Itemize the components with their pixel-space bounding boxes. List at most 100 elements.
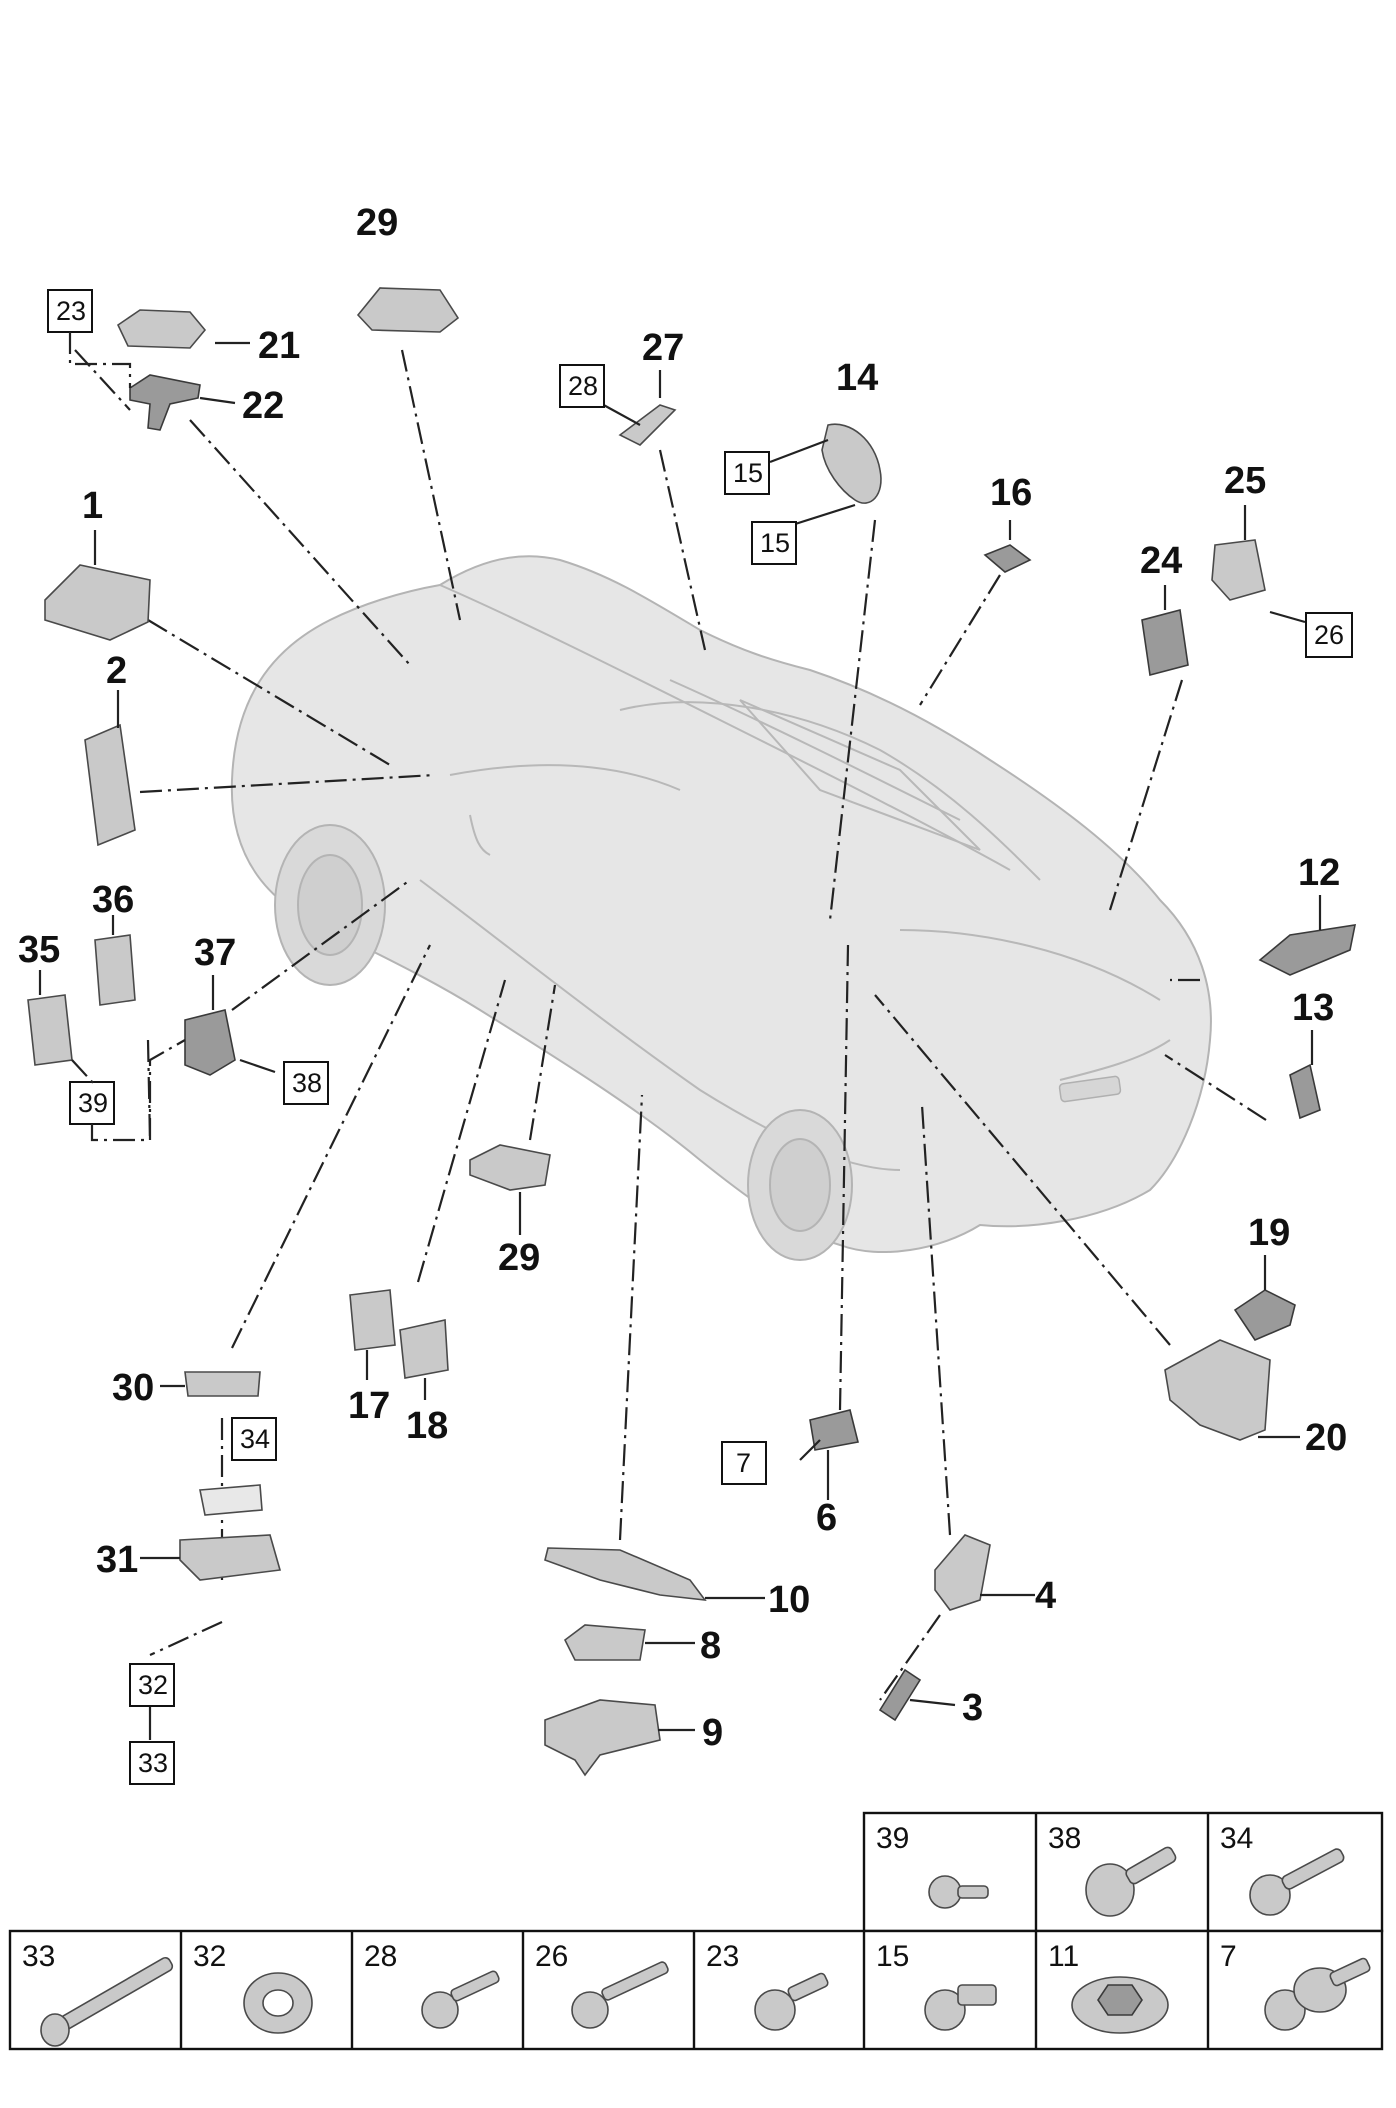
hardware-7-expansion-rivet-icon — [1264, 1957, 1371, 2031]
callout-4: 4 — [1035, 1575, 1056, 1617]
hardware-38-bolt-icon — [1085, 1846, 1177, 1917]
boxed-ref-23: 23 — [47, 289, 93, 333]
part-4-bracket — [934, 1534, 991, 1611]
callout-13: 13 — [1292, 987, 1334, 1029]
hardware-32-washer-icon — [243, 1972, 313, 2034]
part-24-control-unit — [1141, 608, 1189, 677]
table-cell-34: 34 — [1220, 1822, 1253, 1855]
part-13-module — [1289, 1063, 1321, 1120]
part-2-control-unit — [84, 723, 136, 847]
callout-17: 17 — [348, 1385, 390, 1427]
svg-text:33: 33 — [138, 1748, 168, 1778]
part-19-module — [1233, 1289, 1296, 1341]
boxed-ref-7: 7 — [721, 1441, 767, 1485]
svg-text:38: 38 — [292, 1068, 322, 1098]
hardware-11-nut-icon — [1071, 1976, 1169, 2034]
callout-31: 31 — [96, 1539, 138, 1581]
part-6-camera — [809, 1409, 859, 1451]
table-cell-23: 23 — [706, 1940, 739, 1973]
hardware-39-screw-icon — [928, 1875, 989, 1909]
hardware-15-clip-screw-icon — [924, 1984, 997, 2031]
callout-29-top: 29 — [356, 202, 398, 244]
boxed-ref-39: 39 — [69, 1081, 115, 1125]
callout-14: 14 — [836, 357, 878, 399]
callout-24: 24 — [1140, 540, 1182, 582]
part-30-control-unit — [184, 1371, 261, 1397]
callout-29-bottom: 29 — [498, 1237, 540, 1279]
table-cell-15: 15 — [876, 1940, 909, 1973]
part-18-module — [399, 1319, 449, 1379]
callout-21: 21 — [258, 325, 300, 367]
svg-text:23: 23 — [56, 296, 86, 326]
svg-text:7: 7 — [736, 1448, 751, 1478]
boxed-ref-38: 38 — [283, 1061, 329, 1105]
part-10-bracket — [544, 1547, 707, 1601]
callout-20: 20 — [1305, 1417, 1347, 1459]
part-21-module — [116, 309, 207, 349]
svg-text:28: 28 — [568, 371, 598, 401]
part-8-module — [563, 1624, 646, 1661]
callout-25: 25 — [1224, 460, 1266, 502]
hardware-26-bolt-icon — [571, 1961, 669, 2029]
svg-text:26: 26 — [1314, 620, 1344, 650]
callout-1: 1 — [82, 485, 103, 527]
hardware-34-bolt-icon — [1249, 1848, 1345, 1916]
hardware-33-long-bolt-icon — [40, 1956, 174, 2047]
boxed-ref-34: 34 — [231, 1417, 277, 1461]
table-cell-26: 26 — [535, 1940, 568, 1973]
part-16-module — [983, 544, 1032, 573]
part-36-module — [94, 934, 136, 1006]
hardware-28-screw-icon — [421, 1970, 500, 2029]
part-25-bracket — [1211, 539, 1266, 601]
part-31-bracket — [179, 1534, 282, 1581]
callout-6: 6 — [816, 1497, 837, 1539]
table-cell-38: 38 — [1048, 1822, 1081, 1855]
part-1-control-unit — [44, 564, 151, 641]
car-illustration — [230, 555, 1212, 1261]
table-cell-32: 32 — [193, 1940, 226, 1973]
part-35-module — [27, 994, 73, 1066]
table-cell-33: 33 — [22, 1940, 55, 1973]
part-22-bracket — [129, 374, 201, 431]
leader-lines — [74, 349, 1267, 1701]
callout-35: 35 — [18, 929, 60, 971]
boxed-ref-15-lower: 15 — [751, 521, 797, 565]
table-cell-11: 11 — [1048, 1940, 1079, 1973]
part-14-sensor — [821, 423, 882, 504]
parts — [27, 287, 1357, 1777]
part-9-bracket — [544, 1699, 661, 1777]
callout-2: 2 — [106, 650, 127, 692]
boxed-ref-33: 33 — [129, 1741, 175, 1785]
boxed-ref-15-upper: 15 — [724, 451, 770, 495]
connector-lines — [38, 341, 1322, 1740]
callout-30: 30 — [112, 1367, 154, 1409]
callout-9: 9 — [702, 1712, 723, 1754]
part-37-sensor — [184, 1009, 236, 1076]
boxed-ref-28: 28 — [559, 364, 605, 408]
table-cell-28: 28 — [364, 1940, 397, 1973]
part-12-module — [1258, 924, 1357, 976]
callout-numbers: 29 21 22 27 14 16 25 24 1 2 12 13 36 35 … — [18, 202, 1347, 1754]
svg-text:34: 34 — [240, 1424, 270, 1454]
callout-22: 22 — [242, 385, 284, 427]
svg-text:39: 39 — [78, 1088, 108, 1118]
hardware-table: 39 38 34 33 32 28 26 23 15 11 7 — [8, 1811, 1384, 2051]
part-20-bracket — [1164, 1339, 1271, 1441]
part-3-sensor — [878, 1668, 922, 1722]
table-cell-39: 39 — [876, 1822, 909, 1855]
callout-27: 27 — [642, 327, 684, 369]
callout-37: 37 — [194, 932, 236, 974]
part-29-roof-console — [356, 287, 460, 333]
part-34-shim — [199, 1484, 263, 1516]
svg-text:32: 32 — [138, 1670, 168, 1700]
hardware-23-screw-icon — [754, 1972, 829, 2031]
boxed-ref-32: 32 — [129, 1663, 175, 1707]
callout-16: 16 — [990, 472, 1032, 514]
callout-18: 18 — [406, 1405, 448, 1447]
callout-3: 3 — [962, 1687, 983, 1729]
boxed-refs: 23 28 15 15 26 38 39 34 — [47, 289, 1353, 1785]
part-27-module — [618, 404, 677, 446]
part-17-module — [349, 1289, 396, 1351]
callout-8: 8 — [700, 1625, 721, 1667]
